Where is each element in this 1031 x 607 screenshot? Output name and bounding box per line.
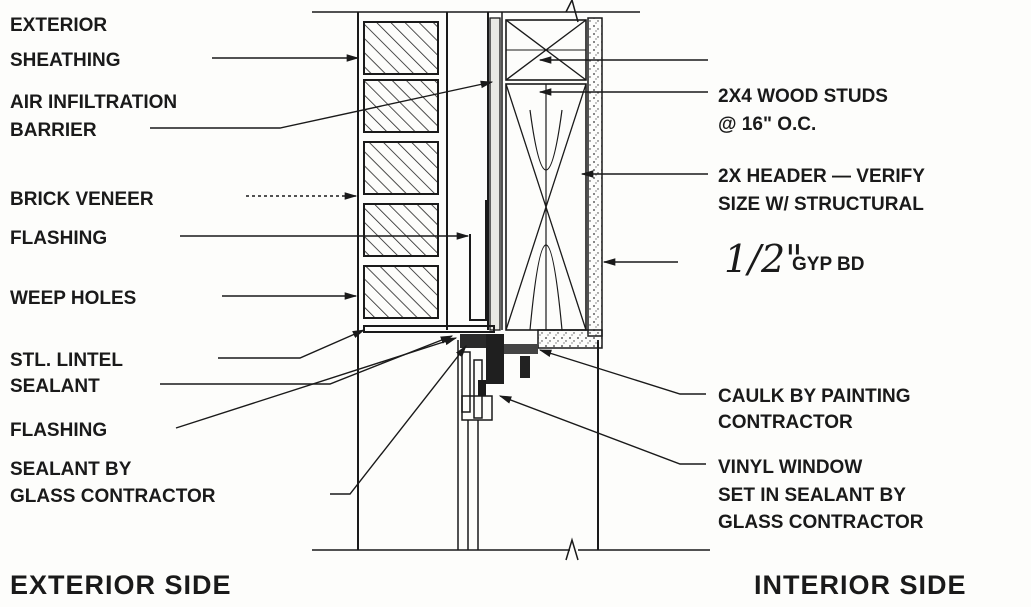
label-header-2: SIZE W/ STRUCTURAL — [718, 194, 924, 215]
exterior-side-label: EXTERIOR SIDE — [10, 570, 232, 600]
label-caulk-2: CONTRACTOR — [718, 412, 853, 433]
label-vinyl-window-2: SET IN SEALANT BY — [718, 485, 906, 506]
left-labels: EXTERIOR SHEATHING AIR INFILTRATION BARR… — [10, 15, 216, 507]
break-symbol-top — [565, 0, 579, 23]
vinyl-window-head — [460, 334, 538, 421]
upper-flashing — [469, 200, 487, 321]
wood-studs — [505, 19, 587, 331]
label-exterior-sheathing-2: SHEATHING — [10, 50, 120, 71]
label-caulk-1: CAULK BY PAINTING — [718, 386, 910, 407]
label-flashing-lower: FLASHING — [10, 420, 107, 441]
label-wood-studs-1: 2X4 WOOD STUDS — [718, 86, 888, 107]
break-symbol — [565, 537, 579, 561]
label-air-barrier-2: BARRIER — [10, 120, 97, 141]
label-weep-holes: WEEP HOLES — [10, 288, 136, 309]
label-steel-lintel: STL. LINTEL — [10, 350, 123, 371]
label-sealant-by-1: SEALANT BY — [10, 459, 132, 480]
label-exterior-sheathing-1: EXTERIOR — [10, 15, 107, 36]
label-vinyl-window-3: GLASS CONTRACTOR — [718, 512, 924, 533]
label-vinyl-window-1: VINYL WINDOW — [718, 457, 862, 478]
label-wood-studs-2: @ 16" O.C. — [718, 114, 816, 135]
label-gyp-bd: GYP BD — [792, 254, 865, 275]
gypsum-board — [587, 17, 603, 337]
wall-structure — [312, 0, 710, 561]
label-brick-veneer: BRICK VENEER — [10, 189, 154, 210]
label-flashing-upper: FLASHING — [10, 228, 107, 249]
exterior-sheathing — [489, 17, 501, 331]
steel-lintel — [363, 325, 495, 333]
label-gyp-thickness: 1/2" — [724, 237, 803, 281]
label-sealant-by-2: GLASS CONTRACTOR — [10, 486, 216, 507]
leader-lines — [150, 54, 708, 495]
label-sealant: SEALANT — [10, 376, 100, 397]
interior-side-label: INTERIOR SIDE — [754, 570, 967, 600]
label-air-barrier-1: AIR INFILTRATION — [10, 92, 177, 113]
label-header-1: 2X HEADER — VERIFY — [718, 166, 925, 187]
brick-veneer — [363, 21, 439, 319]
right-labels: 2X4 WOOD STUDS @ 16" O.C. 2X HEADER — VE… — [718, 86, 925, 533]
gypsum-return — [537, 329, 603, 349]
